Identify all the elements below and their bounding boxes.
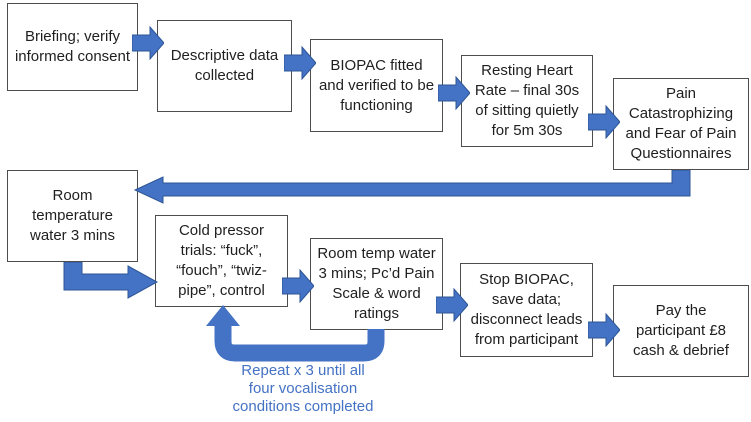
arrow-left-return-icon bbox=[133, 170, 691, 204]
loop-label-line-1: Repeat x 3 until all bbox=[241, 362, 365, 379]
arrow-right-icon bbox=[588, 313, 620, 347]
flow-box-biopac-fitted: BIOPAC fitted and verified to be functio… bbox=[310, 39, 443, 132]
flow-box-pay-participant: Pay the participant £8 cash & debrief bbox=[613, 285, 749, 377]
loop-repeat-label: Repeat x 3 until all four vocalisation c… bbox=[203, 362, 403, 416]
flow-box-stop-biopac: Stop BIOPAC, save data; disconnect leads… bbox=[460, 263, 593, 357]
flow-box-descriptive-data: Descriptive data collected bbox=[157, 20, 292, 112]
flow-box-cold-pressor-trials: Cold pressor trials: “fuck”, “fouch”, “t… bbox=[155, 215, 288, 307]
arrow-right-icon bbox=[438, 76, 470, 110]
arrow-right-icon bbox=[284, 46, 316, 80]
arrow-elbow-down-right-icon bbox=[63, 262, 159, 299]
flow-box-pain-questionnaires: Pain Catastrophizing and Fear of Pain Qu… bbox=[613, 78, 749, 170]
loop-label-line-2: four vocalisation bbox=[248, 380, 358, 397]
flow-box-room-temperature-water: Room temperature water 3 mins bbox=[7, 170, 138, 262]
arrow-right-icon bbox=[588, 105, 620, 139]
flow-box-briefing: Briefing; verify informed consent bbox=[7, 3, 138, 91]
arrow-right-icon bbox=[436, 288, 468, 322]
loop-label-line-3: conditions completed bbox=[232, 398, 374, 415]
flow-box-resting-heart-rate: Resting Heart Rate – final 30s of sittin… bbox=[461, 55, 593, 147]
arrow-loop-repeat-icon bbox=[206, 305, 385, 362]
arrow-right-icon bbox=[282, 269, 314, 303]
arrow-right-icon bbox=[132, 26, 164, 60]
